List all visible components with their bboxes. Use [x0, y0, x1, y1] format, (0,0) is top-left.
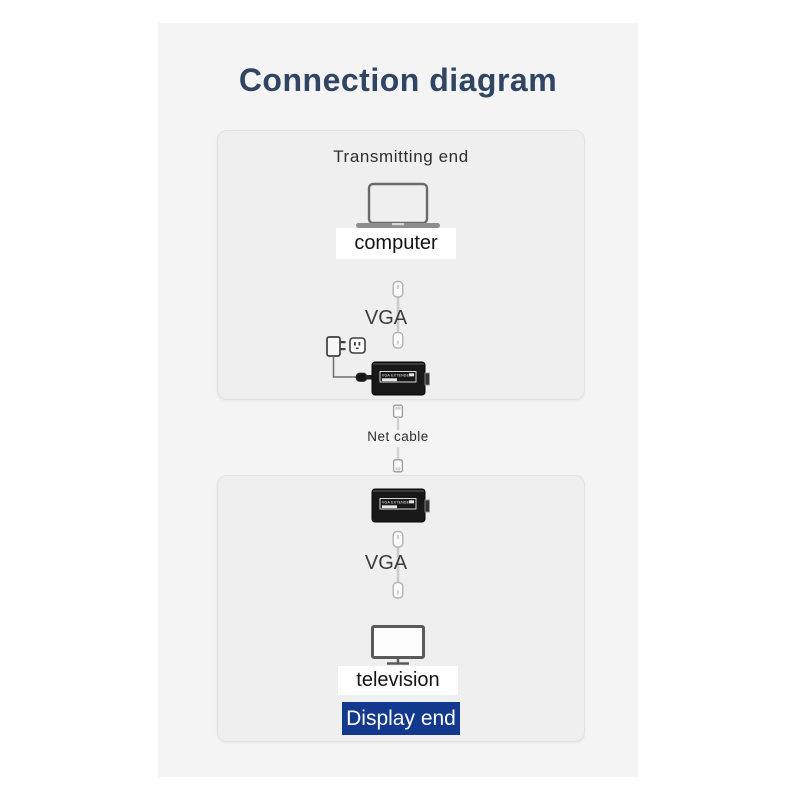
tv-icon [371, 625, 425, 665]
vga-label-top: VGA [364, 307, 408, 329]
vga-port-icon [424, 499, 430, 513]
rj45-connector-icon [392, 404, 404, 430]
display-end-badge: Display end [342, 702, 460, 735]
extender-label-text: VGA EXTENDER [382, 374, 412, 378]
vga-extender-device: VGA EXTENDER [371, 488, 430, 523]
power-adapter-assembly [326, 336, 373, 382]
wall-socket-icon [349, 337, 366, 354]
power-cord [332, 356, 357, 378]
transmitting-heading: Transmitting end [333, 147, 469, 166]
power-plug-icon [355, 372, 373, 382]
extender-label-text: VGA EXTENDER [382, 501, 412, 505]
rj45-connector-icon [392, 447, 404, 473]
page-title: Connection diagram [238, 62, 558, 98]
net-cable-label: Net cable [367, 429, 429, 444]
power-adapter-icon [326, 336, 346, 357]
television-label: television [338, 666, 458, 695]
vga-label-bottom: VGA [364, 552, 408, 574]
transmitting-panel [217, 130, 585, 400]
vga-port-icon [424, 372, 430, 386]
laptop-icon [356, 182, 440, 228]
computer-label: computer [336, 228, 456, 259]
vga-cable-icon [392, 530, 404, 599]
vga-cable-icon [392, 280, 404, 349]
vga-extender-device: VGA EXTENDER [371, 361, 430, 396]
